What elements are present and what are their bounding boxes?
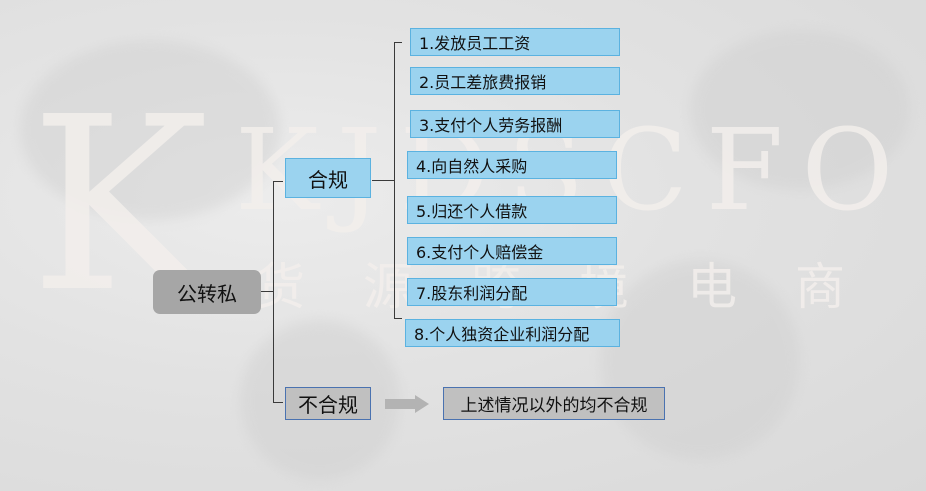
compliant-item: 6.支付个人赔偿金 (407, 237, 617, 265)
compliant-item: 8.个人独资企业利润分配 (405, 319, 620, 347)
noncompliant-result-label: 上述情况以外的均不合规 (460, 396, 648, 416)
compliant-item-label: 8.个人独资企业利润分配 (414, 325, 590, 344)
connector-compliant-stub (372, 180, 394, 181)
connector-items-bracket (394, 42, 395, 319)
root-node-label: 公转私 (177, 281, 237, 306)
compliant-item: 4.向自然人采购 (407, 151, 617, 179)
map-texture (600, 260, 800, 460)
compliant-item: 3.支付个人劳务报酬 (410, 110, 620, 138)
compliant-item: 1.发放员工工资 (410, 28, 620, 56)
noncompliant-result-node: 上述情况以外的均不合规 (443, 387, 665, 420)
root-node-public-to-private: 公转私 (153, 270, 261, 314)
connector-items-top (394, 42, 402, 43)
connector-root-bracket (273, 181, 274, 403)
compliant-item-label: 2.员工差旅费报销 (419, 73, 547, 92)
noncompliant-node: 不合规 (285, 387, 371, 420)
compliant-item-label: 6.支付个人赔偿金 (416, 243, 544, 262)
compliant-item-label: 3.支付个人劳务报酬 (419, 116, 563, 135)
compliant-item: 2.员工差旅费报销 (410, 67, 620, 95)
connector-to-noncompliant (273, 402, 283, 403)
compliant-item-label: 4.向自然人采购 (416, 157, 528, 176)
compliant-item-label: 1.发放员工工资 (419, 34, 531, 53)
connector-items-bottom (394, 318, 402, 319)
compliant-item-label: 7.股东利润分配 (416, 284, 528, 303)
connector-to-compliant (273, 181, 283, 182)
compliant-node-label: 合规 (308, 167, 348, 192)
noncompliant-node-label: 不合规 (298, 393, 358, 417)
map-texture (690, 30, 910, 190)
compliant-node: 合规 (285, 158, 371, 198)
right-arrow-icon (385, 395, 429, 413)
compliant-item: 7.股东利润分配 (407, 278, 617, 306)
compliant-item: 5.归还个人借款 (407, 196, 617, 224)
compliant-item-label: 5.归还个人借款 (416, 202, 528, 221)
connector-root-stub (261, 291, 273, 292)
map-texture (20, 40, 280, 220)
